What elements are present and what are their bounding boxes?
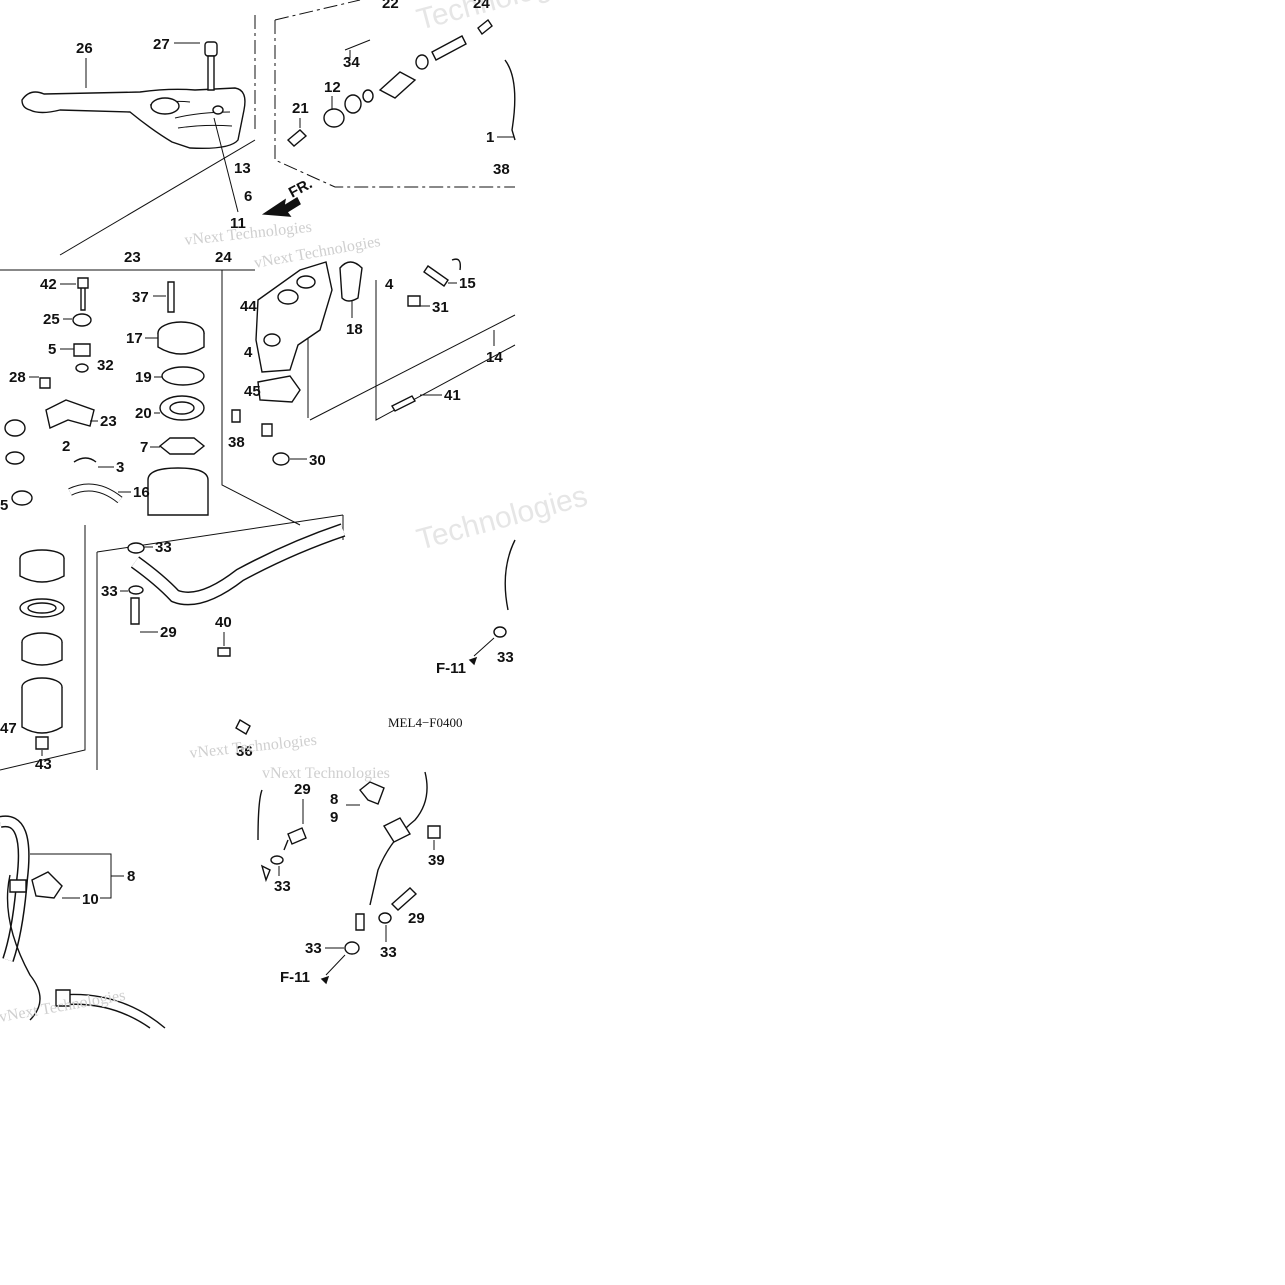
reservoir-parts-group: 42 37 25 17 5 32 28 19 20 23 2 7 3 16 5 — [0, 269, 301, 526]
callout-24: 24 — [473, 0, 490, 12]
callout-8-b: 8 — [127, 868, 135, 885]
callout-5b: 5 — [0, 497, 8, 514]
callout-6: 6 — [244, 188, 252, 205]
callout-32: 32 — [97, 357, 114, 374]
lower-hose-group: vNext Technologies 29 8 9 39 33 29 33 33… — [257, 765, 445, 986]
callout-29-c: 29 — [408, 910, 425, 927]
watermark-text: vNext Technologies — [184, 219, 313, 249]
callout-15: 15 — [459, 275, 476, 292]
callout-23-top: 23 — [124, 249, 141, 266]
callout-7: 7 — [140, 439, 148, 456]
callout-19: 19 — [135, 369, 152, 386]
reservoir-hose-group: Technologies 33 33 29 40 33 F-11 MEL4−F0… — [0, 480, 591, 773]
watermark-text-4: vNext Technologies — [262, 765, 390, 782]
watermark-big-1: Technologies — [413, 0, 591, 37]
callout-38: 38 — [493, 161, 510, 178]
callout-26: 26 — [76, 40, 93, 57]
callout-21: 21 — [292, 100, 309, 117]
callout-1: 1 — [486, 129, 494, 146]
callout-33-f: 33 — [380, 944, 397, 961]
callout-12: 12 — [324, 79, 341, 96]
callout-28: 28 — [9, 369, 26, 386]
callout-14: 14 — [486, 349, 503, 366]
callout-11: 11 — [230, 215, 246, 232]
callout-4: 4 — [385, 276, 394, 293]
hose-clamp-group: vNext Technologies 8 10 — [0, 815, 166, 1029]
watermark-big-2: Technologies — [413, 480, 591, 557]
watermark-text-3: vNext Technologies — [189, 732, 318, 762]
callout-33-b: 33 — [101, 583, 118, 600]
ref-f11-lower: F-11 — [280, 969, 310, 986]
callout-22: 22 — [382, 0, 399, 12]
callout-33-d: 33 — [274, 878, 291, 895]
callout-29: 29 — [160, 624, 177, 641]
callout-13: 13 — [234, 160, 251, 177]
callout-8: 8 — [330, 791, 338, 808]
callout-45: 45 — [244, 383, 261, 400]
callout-10: 10 — [82, 891, 99, 908]
callout-4b: 4 — [244, 344, 253, 361]
callout-9: 9 — [330, 809, 338, 826]
callout-18: 18 — [346, 321, 363, 338]
callout-16: 16 — [133, 484, 150, 501]
direction-label: FR. — [286, 175, 315, 201]
callout-41: 41 — [444, 387, 461, 404]
callout-39: 39 — [428, 852, 445, 869]
callout-27: 27 — [153, 36, 170, 53]
callout-38-mid: 38 — [228, 434, 245, 451]
callout-33-e: 33 — [305, 940, 322, 957]
callout-25: 25 — [43, 311, 60, 328]
callout-24-top: 24 — [215, 249, 232, 266]
callout-3: 3 — [116, 459, 124, 476]
callout-36: 36 — [236, 743, 253, 760]
ref-f11-upper: F-11 — [436, 660, 466, 677]
callout-2: 2 — [62, 438, 70, 455]
master-cylinder-group: vNext Technologies 4 15 31 44 18 14 4 45… — [228, 233, 516, 469]
callout-29-b: 29 — [294, 781, 311, 798]
callout-31: 31 — [432, 299, 449, 316]
piston-kit-group: Technologies 22 24 34 12 21 1 38 FR. — [261, 0, 591, 217]
callout-33-c: 33 — [497, 649, 514, 666]
callout-33-a: 33 — [155, 539, 172, 556]
callout-44: 44 — [240, 298, 257, 315]
callout-34: 34 — [343, 54, 360, 71]
diagram-code: MEL4−F0400 — [388, 715, 463, 730]
callout-43: 43 — [35, 756, 52, 773]
callout-5: 5 — [48, 341, 56, 358]
brake-lever-group: 26 27 13 6 11 23 24 vNext Technologies — [21, 15, 313, 266]
callout-20: 20 — [135, 405, 152, 422]
callout-17: 17 — [126, 330, 143, 347]
callout-37: 37 — [132, 289, 149, 306]
callout-42: 42 — [40, 276, 57, 293]
callout-47: 47 — [0, 720, 17, 737]
callout-23-mid: 23 — [100, 413, 117, 430]
callout-40: 40 — [215, 614, 232, 631]
callout-30: 30 — [309, 452, 326, 469]
